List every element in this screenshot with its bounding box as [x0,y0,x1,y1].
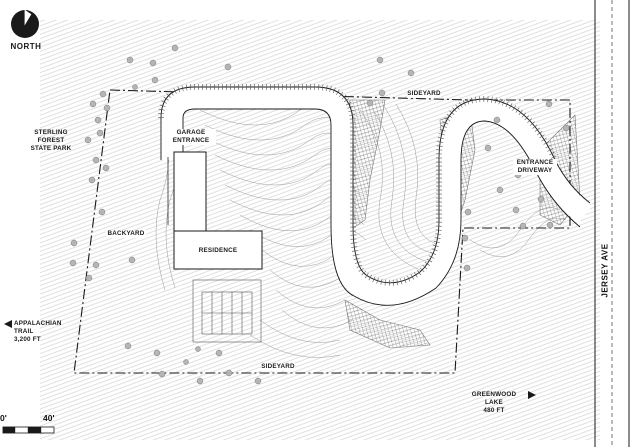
property-boundary [73,89,571,374]
appalachian-trail-label: APPALACHIAN TRAIL 3,200 FT [14,320,62,343]
jersey-ave-road [594,0,630,447]
driveway [158,84,593,306]
right-arrow-icon [528,391,536,399]
greenwood-lake-label: GREENWOOD LAKE 480 FT [471,391,517,414]
scale-bar [2,426,55,434]
residence-building [167,151,263,270]
sterling-forest-label: STERLING FOREST STATE PARK [30,129,72,152]
sideyard-top-label: SIDEYARD [407,90,441,98]
patio-grid [192,279,262,343]
sideyard-bottom-label: SIDEYARD [261,363,295,371]
residence-label: RESIDENCE [198,247,238,254]
backyard-label: BACKYARD [106,230,146,238]
scale-start-label: 0' [0,413,7,423]
left-arrow-icon [4,320,12,328]
garage-entrance-label: GARAGE ENTRANCE [166,129,216,145]
trees [69,44,570,385]
north-compass-icon [11,10,39,38]
scale-end-label: 40' [43,413,55,423]
jersey-ave-label: JERSEY AVE [600,243,610,298]
entrance-driveway-label: ENTRANCE DRIVEWAY [513,159,557,175]
north-label: NORTH [10,42,42,51]
